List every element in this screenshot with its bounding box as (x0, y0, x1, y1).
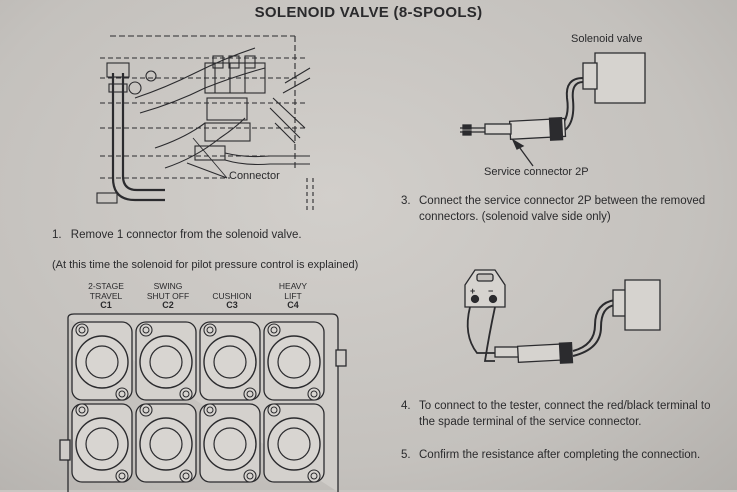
coil-c3-code: C3 (202, 301, 262, 311)
step-note: (At this time the solenoid for pilot pre… (52, 257, 372, 273)
step-5-text: Confirm the resistance after completing … (419, 447, 724, 463)
step-3-text: Connect the service connector 2P between… (419, 193, 737, 225)
solenoid-coil (72, 404, 132, 482)
solenoid-coil (72, 322, 132, 400)
step-4-text: To connect to the tester, connect the re… (419, 398, 724, 430)
step-3-number: 3. (401, 195, 411, 207)
step-5-number: 5. (401, 449, 411, 461)
solenoid-coil (264, 404, 324, 482)
service-connector-label: Service connector 2P (484, 166, 589, 178)
coil-label-c3: CUSHION C3 (202, 282, 262, 311)
coil-label-c2: SWING SHUT OFF C2 (138, 282, 198, 311)
solenoid-coil (200, 322, 260, 400)
minus-terminal-label: − (488, 286, 493, 296)
page-title: SOLENOID VALVE (8-SPOOLS) (0, 4, 737, 21)
coil-label-c4: HEAVY LIFT C4 (263, 282, 323, 311)
step-1: 1. Remove 1 connector from the solenoid … (52, 227, 372, 243)
step-3: 3. Connect the service connector 2P betw… (401, 193, 721, 209)
plus-terminal-label: + (470, 286, 475, 296)
step-4: 4. To connect to the tester, connect the… (401, 398, 721, 414)
step-1-text: Remove 1 connector from the solenoid val… (71, 229, 302, 241)
service-connector-drawing (455, 48, 655, 158)
coil-label-c1: 2-STAGE TRAVEL C1 (76, 282, 136, 311)
connector-label: Connector (229, 170, 280, 182)
solenoid-coil (200, 404, 260, 482)
solenoid-coil (136, 404, 196, 482)
coil-c2-code: C2 (138, 301, 198, 311)
solenoid-valve-label: Solenoid valve (571, 33, 643, 45)
solenoid-coil (264, 322, 324, 400)
step-4-number: 4. (401, 400, 411, 412)
solenoid-coil-block-drawing (60, 312, 350, 492)
step-5: 5. Confirm the resistance after completi… (401, 447, 721, 463)
tester-connection-drawing (455, 265, 670, 380)
step-1-number: 1. (52, 229, 62, 241)
solenoid-valve-mechanical-drawing (95, 28, 325, 213)
coil-c1-code: C1 (76, 301, 136, 311)
coil-c4-code: C4 (263, 301, 323, 311)
solenoid-coil (136, 322, 196, 400)
